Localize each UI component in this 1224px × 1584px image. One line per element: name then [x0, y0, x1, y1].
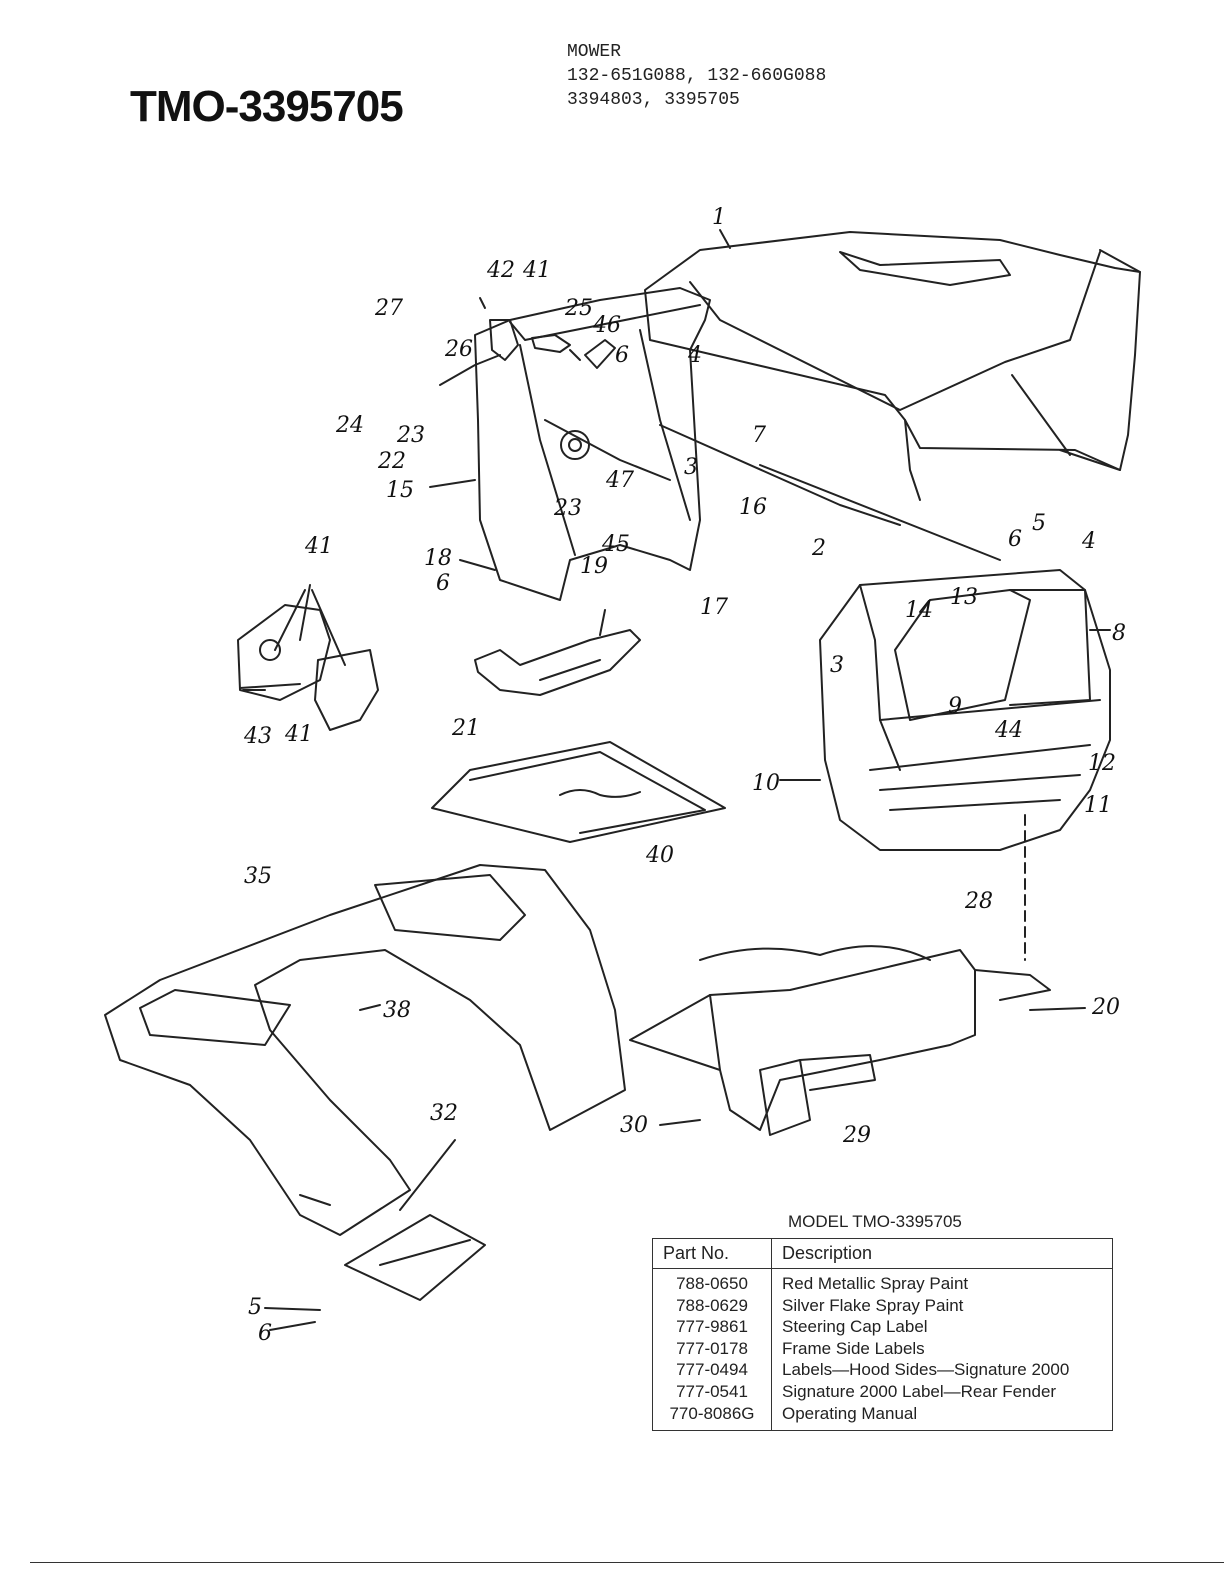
- callout-20: 20: [1091, 995, 1120, 1020]
- description-cell: Steering Cap Label: [771, 1316, 1113, 1338]
- callout-44: 44: [994, 718, 1023, 743]
- part-no-cell: 777-0541: [652, 1380, 772, 1403]
- callout-5a: 5: [1032, 511, 1046, 536]
- callout-47: 47: [605, 468, 634, 493]
- description-cell: Operating Manual: [771, 1402, 1113, 1432]
- callout-45: 45: [601, 532, 630, 557]
- part-no-cell: 777-0494: [652, 1359, 772, 1381]
- part-no-cell: 770-8086G: [652, 1402, 772, 1432]
- steering-cover-part: [237, 604, 379, 731]
- table-row: 777-0494 Labels—Hood Sides—Signature 200…: [652, 1359, 1113, 1381]
- callout-35: 35: [244, 864, 272, 889]
- mower-line-3: 3394803, 3395705: [567, 90, 740, 110]
- callout-6d: 6: [258, 1321, 272, 1346]
- callout-6b: 6: [1008, 527, 1022, 552]
- table-row: 788-0650 Red Metallic Spray Paint: [652, 1268, 1113, 1295]
- callout-labels: 1 2 3 3 4 4 5 5 6 6 6 6 7 8 9 10 11 12 1…: [243, 205, 1126, 1346]
- callout-23b: 23: [553, 496, 582, 521]
- callout-8: 8: [1112, 621, 1126, 646]
- callout-25: 25: [564, 296, 593, 321]
- callout-24: 24: [335, 413, 364, 438]
- callout-3b: 3: [830, 653, 844, 678]
- callout-7: 7: [752, 423, 766, 448]
- callout-29: 29: [842, 1123, 871, 1148]
- description-header: Description: [771, 1238, 1113, 1269]
- callout-3a: 3: [684, 455, 698, 480]
- callout-41c: 41: [284, 722, 313, 747]
- callout-6c: 6: [436, 571, 450, 596]
- callout-6a: 6: [615, 343, 629, 368]
- table-row: 777-9861 Steering Cap Label: [652, 1316, 1113, 1338]
- callout-9: 9: [948, 694, 962, 719]
- callout-10: 10: [752, 771, 780, 796]
- grille-housing-part: [819, 569, 1111, 851]
- callout-19: 19: [580, 554, 608, 579]
- table-row: 777-0541 Signature 2000 Label—Rear Fende…: [652, 1380, 1113, 1403]
- callout-43: 43: [243, 724, 272, 749]
- floor-plate-part: [431, 741, 726, 843]
- part-no-header: Part No.: [652, 1238, 772, 1269]
- mower-line-1: MOWER: [567, 42, 622, 62]
- callout-12: 12: [1088, 751, 1116, 776]
- mower-line-2: 132-651G088, 132-660G088: [567, 66, 827, 86]
- callout-46: 46: [592, 313, 621, 338]
- callout-11: 11: [1084, 793, 1112, 818]
- callout-41b: 41: [304, 534, 333, 559]
- callout-30: 30: [620, 1113, 648, 1138]
- mower-model-block: MOWER 132-651G088, 132-660G088 3394803, …: [567, 40, 826, 112]
- parts-table-caption: MODEL TMO-3395705: [788, 1212, 962, 1231]
- callout-15: 15: [386, 478, 414, 503]
- dash-bracket-part: [474, 609, 641, 696]
- parts-table-header-row: Part No. Description: [652, 1238, 1113, 1269]
- callout-1: 1: [712, 205, 726, 230]
- frame-part: [629, 945, 1051, 1136]
- callout-40: 40: [645, 843, 674, 868]
- callout-38: 38: [383, 998, 411, 1023]
- leader-lines: [242, 229, 1111, 1331]
- callout-18: 18: [424, 546, 452, 571]
- hood-part: [644, 231, 1141, 501]
- callout-5b: 5: [248, 1295, 262, 1320]
- callout-26: 26: [444, 337, 473, 362]
- callout-14: 14: [905, 598, 933, 623]
- description-cell: Labels—Hood Sides—Signature 2000: [771, 1359, 1113, 1381]
- description-cell: Frame Side Labels: [771, 1337, 1113, 1360]
- callout-23a: 23: [396, 423, 425, 448]
- callout-21: 21: [451, 716, 480, 741]
- description-cell: Signature 2000 Label—Rear Fender: [771, 1380, 1113, 1403]
- callout-2: 2: [811, 536, 826, 561]
- fender-step-part: [344, 1214, 486, 1301]
- parts-table: Part No. Description 788-0650 Red Metall…: [652, 1238, 1113, 1432]
- callout-22: 22: [377, 449, 406, 474]
- part-no-cell: 777-0178: [652, 1337, 772, 1360]
- description-cell: Silver Flake Spray Paint: [771, 1294, 1113, 1317]
- part-no-cell: 788-0629: [652, 1294, 772, 1317]
- callout-27: 27: [374, 296, 403, 321]
- part-no-cell: 777-9861: [652, 1316, 772, 1338]
- part-no-cell: 788-0650: [652, 1268, 772, 1295]
- callout-16: 16: [739, 495, 767, 520]
- ignition-parts: [479, 297, 616, 369]
- table-row: 770-8086G Operating Manual: [652, 1402, 1113, 1432]
- callout-4b: 4: [1081, 529, 1096, 554]
- callout-42: 42: [486, 258, 515, 283]
- callout-4a: 4: [687, 343, 702, 368]
- rear-fender-part: [104, 864, 626, 1236]
- callout-17: 17: [700, 595, 728, 620]
- callout-41a: 41: [522, 258, 551, 283]
- description-cell: Red Metallic Spray Paint: [771, 1268, 1113, 1295]
- dash-panel-part: [474, 287, 711, 601]
- callout-28: 28: [964, 889, 993, 914]
- callout-13: 13: [950, 585, 978, 610]
- table-row: 777-0178 Frame Side Labels: [652, 1337, 1113, 1360]
- table-row: 788-0629 Silver Flake Spray Paint: [652, 1294, 1113, 1317]
- page-bottom-rule: [30, 1562, 1224, 1563]
- document-title: TMO-3395705: [130, 82, 404, 131]
- callout-32: 32: [430, 1101, 458, 1126]
